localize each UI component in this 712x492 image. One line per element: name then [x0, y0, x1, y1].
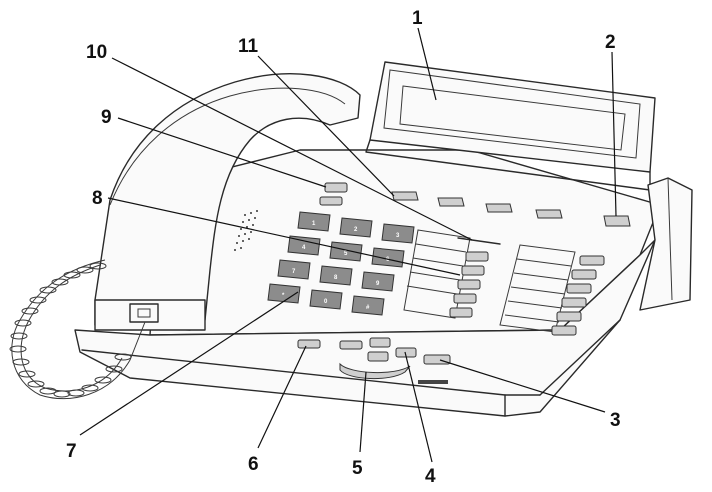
front-key[interactable] [339, 362, 411, 380]
keypad-key-label: 8 [334, 275, 338, 281]
keypad-key-label: 5 [344, 251, 348, 257]
front-key[interactable] [423, 354, 451, 365]
callout-11: 11 [238, 36, 259, 57]
handset [94, 73, 361, 331]
function-key[interactable] [535, 209, 563, 219]
middle-key-field [403, 229, 501, 319]
display-unit [365, 61, 693, 311]
coiled-cord [9, 259, 146, 400]
callout-1: 1 [412, 8, 423, 29]
keypad-key-label: * [282, 293, 285, 299]
leader-line-1 [417, 27, 437, 101]
leader-line-6 [257, 345, 307, 449]
callout-7: 7 [66, 441, 77, 462]
leader-line-9 [117, 117, 327, 188]
keypad-key[interactable]: 1 [297, 211, 331, 232]
keypad-key[interactable]: 3 [381, 223, 415, 244]
keypad-key[interactable]: 9 [361, 271, 395, 292]
front-control-keys [297, 337, 451, 384]
leader-lines [79, 27, 617, 463]
keypad-key[interactable]: 5 [329, 241, 363, 262]
keypad-key-label: 7 [292, 269, 296, 275]
keypad-key[interactable]: 4 [287, 235, 321, 256]
keypad-key[interactable]: 2 [339, 217, 373, 238]
front-key[interactable] [297, 339, 321, 349]
leader-line-4 [404, 351, 433, 463]
keypad-key-label: # [366, 305, 370, 311]
keypad-key-label: 1 [312, 221, 316, 227]
keypad-key-label: 9 [376, 281, 380, 287]
callout-2: 2 [605, 32, 616, 53]
callout-9: 9 [101, 107, 112, 128]
callout-labels: 1 2 3 4 5 6 7 8 9 10 11 [66, 8, 621, 487]
keypad-key-label: 4 [302, 245, 306, 251]
callout-3: 3 [610, 410, 621, 431]
keypad-key-label: 3 [396, 233, 400, 239]
function-key[interactable] [603, 215, 631, 227]
leader-line-8 [107, 197, 461, 276]
callout-8: 8 [92, 188, 103, 209]
keypad-key-label: 6 [386, 257, 390, 263]
keypad-key[interactable]: 6 [371, 247, 405, 268]
keypad-key-label: 0 [324, 299, 328, 305]
keypad-key-label: 2 [354, 227, 358, 233]
function-key[interactable] [437, 197, 465, 207]
callout-10: 10 [86, 42, 107, 63]
keypad-key[interactable]: * [267, 283, 301, 304]
right-key-field [499, 244, 605, 336]
function-key[interactable] [485, 203, 513, 213]
keypad-key[interactable]: 8 [319, 265, 353, 286]
front-key[interactable] [339, 340, 363, 350]
leader-line-11 [257, 55, 395, 197]
leader-line-10 [111, 57, 473, 241]
function-key[interactable] [324, 182, 348, 193]
callout-5: 5 [352, 458, 363, 479]
callout-6: 6 [248, 454, 259, 475]
keypad-key[interactable]: # [351, 295, 385, 316]
leader-line-5 [359, 371, 367, 453]
front-key[interactable] [367, 351, 389, 362]
leader-line-3 [439, 359, 606, 413]
keypad-key[interactable]: 7 [277, 259, 311, 280]
dial-keypad: 1 2 3 4 5 6 7 8 9 * 0 # [267, 211, 415, 316]
leader-line-7 [79, 291, 299, 436]
leader-line-2 [611, 51, 617, 217]
front-key[interactable] [369, 337, 391, 348]
keypad-key[interactable]: 0 [309, 289, 343, 310]
function-key[interactable] [391, 191, 419, 201]
callout-4: 4 [425, 466, 436, 487]
function-key[interactable] [319, 196, 343, 206]
top-function-keys [319, 182, 631, 227]
